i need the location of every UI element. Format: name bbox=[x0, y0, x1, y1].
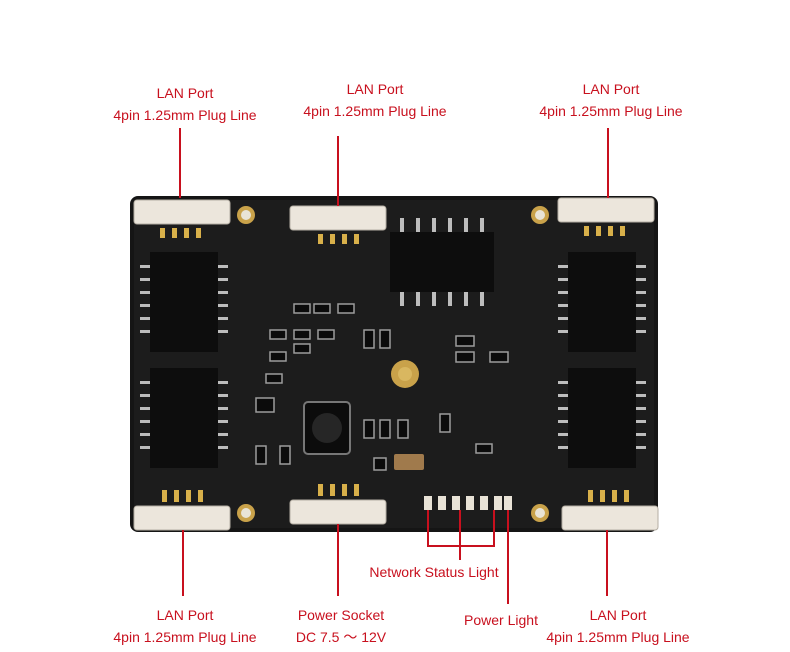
smd-components bbox=[255, 303, 509, 471]
label-power-socket: Power Socket DC 7.5 ～ 12V bbox=[295, 607, 387, 645]
mounting-holes bbox=[237, 206, 549, 522]
label-network-status-light: Network Status Light bbox=[369, 564, 499, 580]
label-lan-bottom-left: LAN Port 4pin 1.25mm Plug Line bbox=[113, 607, 257, 645]
label-lan-bottom-right: LAN Port 4pin 1.25mm Plug Line bbox=[546, 607, 690, 645]
status-leds bbox=[424, 496, 512, 510]
chip-pins bbox=[140, 218, 646, 449]
capacitor bbox=[394, 454, 424, 470]
leader-lines bbox=[179, 128, 609, 604]
connector-pins bbox=[160, 226, 629, 502]
label-lan-top-right: LAN Port 4pin 1.25mm Plug Line bbox=[539, 81, 683, 119]
label-lan-top-left: LAN Port 4pin 1.25mm Plug Line bbox=[113, 85, 257, 123]
label-power-light: Power Light bbox=[464, 612, 538, 628]
label-lan-top-mid: LAN Port 4pin 1.25mm Plug Line bbox=[303, 81, 447, 119]
transformer-chips bbox=[150, 232, 636, 468]
